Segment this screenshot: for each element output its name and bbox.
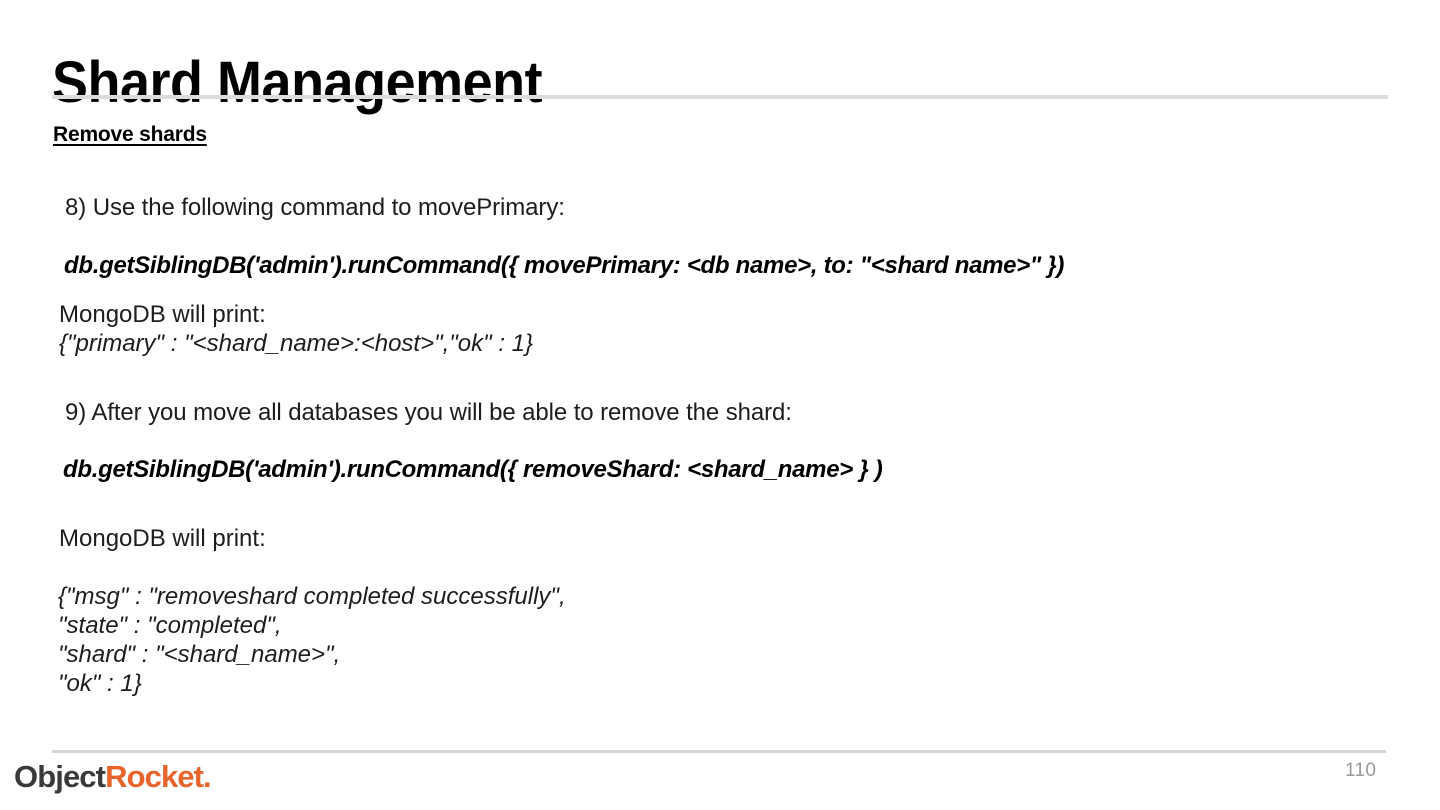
move-primary-output: {"primary" : "<shard_name>:<host>","ok" …: [59, 330, 534, 357]
output-line: "state" : "completed",: [58, 612, 282, 639]
step-9-instruction: 9) After you move all databases you will…: [65, 399, 792, 426]
remove-shard-output-block: {"msg" : "removeshard completed successf…: [58, 582, 566, 698]
footer-divider: [52, 750, 1386, 753]
page-number: 110: [1345, 760, 1377, 781]
header-divider: [52, 95, 1388, 99]
logo-text-object: Object: [14, 759, 106, 794]
output-line: "shard" : "<shard_name>",: [58, 641, 341, 668]
logo-text-rocket: Rocket: [105, 759, 204, 794]
remove-shard-command: db.getSiblingDB('admin').runCommand({ re…: [63, 456, 883, 483]
output-line: "ok" : 1}: [58, 670, 142, 697]
mongodb-print-label-1: MongoDB will print:: [59, 301, 266, 328]
page-title: Shard Management: [52, 49, 543, 115]
mongodb-print-label-2: MongoDB will print:: [59, 525, 266, 552]
step-8-instruction: 8) Use the following command to movePrim…: [65, 194, 565, 221]
output-line: {"msg" : "removeshard completed successf…: [58, 583, 566, 610]
section-heading: Remove shards: [53, 123, 207, 146]
objectrocket-logo: ObjectRocket.: [14, 757, 212, 797]
logo-period: .: [203, 759, 212, 794]
move-primary-command: db.getSiblingDB('admin').runCommand({ mo…: [64, 252, 1065, 279]
